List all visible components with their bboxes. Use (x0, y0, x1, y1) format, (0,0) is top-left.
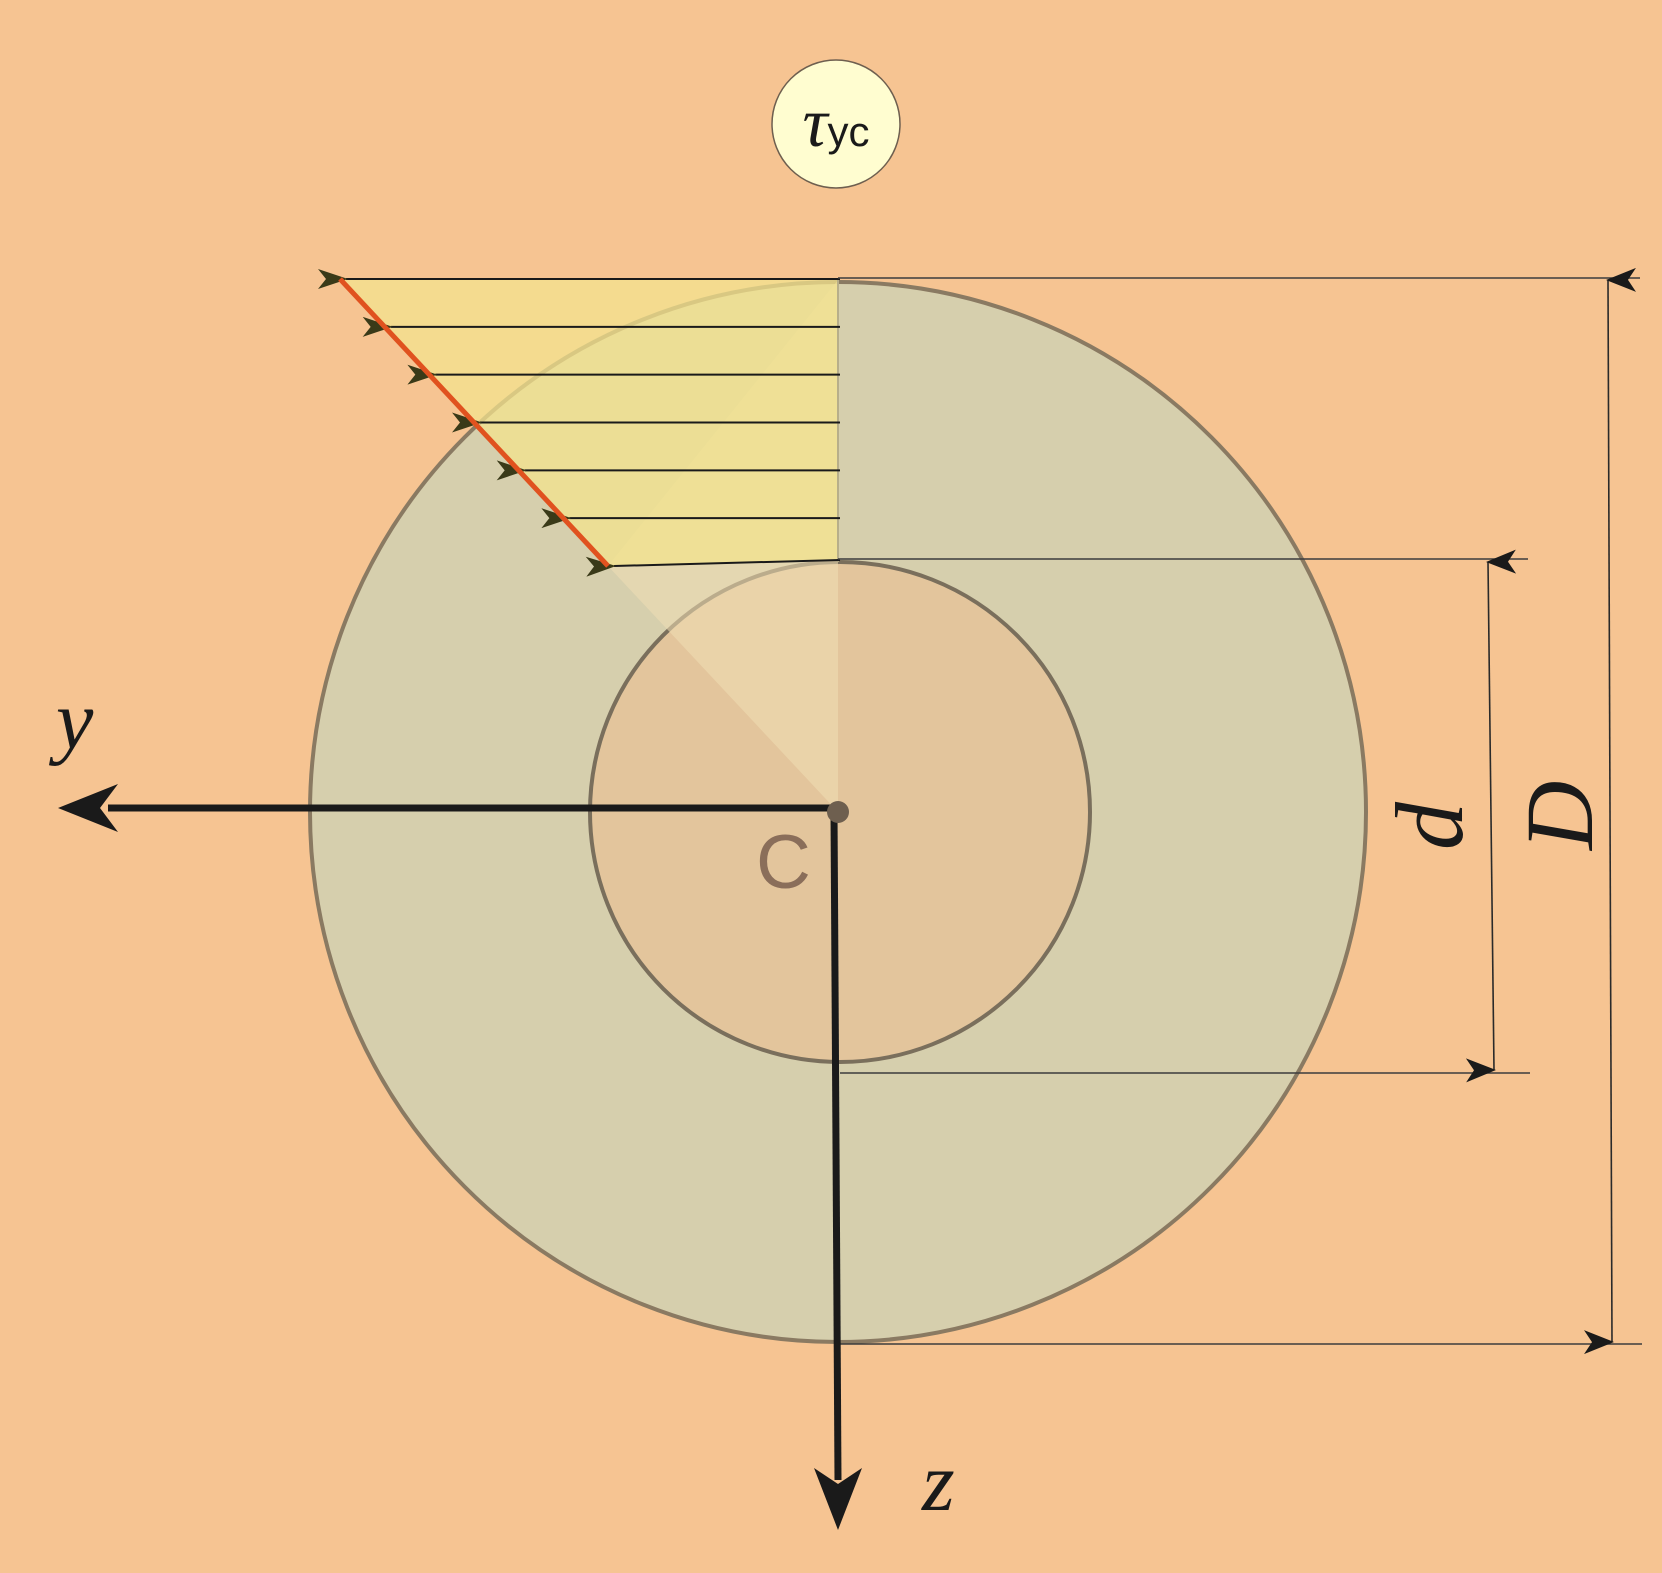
inner-diameter-label: d (1376, 801, 1483, 850)
tau-subscript: yc (828, 108, 870, 155)
stress-arrow (585, 556, 841, 577)
center-label: C (756, 820, 811, 905)
badge-circle (771, 59, 901, 189)
outer-diameter-label: D (1506, 781, 1613, 852)
stress-symbol-badge: τyc (771, 59, 901, 189)
tau-symbol: τ (802, 85, 830, 162)
dimension-line-d (1465, 549, 1517, 1083)
stress-envelope-line (338, 277, 610, 568)
dimension-line-D (1583, 267, 1637, 1355)
center-point (827, 801, 849, 823)
badge-label: τyc (802, 85, 869, 162)
y-axis-label: y (48, 674, 94, 767)
z-axis-label: z (921, 1436, 955, 1529)
stress-arrows (318, 269, 841, 577)
z-axis-arrowhead (814, 1468, 862, 1530)
z-axis (830, 811, 842, 1481)
y-axis-arrowhead (58, 784, 118, 832)
